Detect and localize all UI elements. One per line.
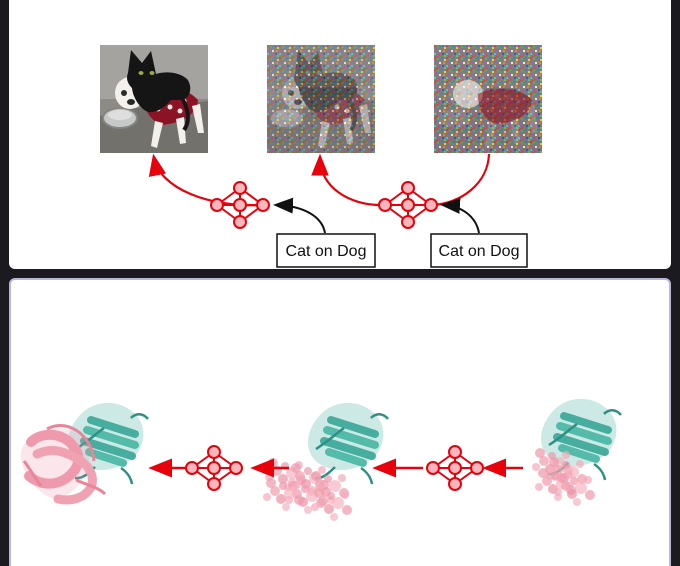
neural-network-icon: [210, 181, 270, 229]
protein-diffusion-panel: [9, 278, 671, 566]
prompt-label: Cat on Dog: [286, 243, 367, 260]
protein-diffusion-svg: [20, 280, 669, 521]
noised-complex: [532, 399, 621, 506]
partially-denoised-complex: [263, 403, 388, 521]
image-flow-arrow-1: [148, 153, 265, 207]
image-flow-arrow-3: [431, 153, 491, 207]
neural-network-icon: [378, 181, 438, 229]
prompt-box: Cat on Dog: [430, 233, 528, 268]
image-diffusion-svg: Cat on Dog Cat on Dog: [100, 45, 542, 268]
prompt-box: Cat on Dog: [276, 233, 376, 268]
prompt-label: Cat on Dog: [439, 243, 520, 260]
prompt-arrow-2: [440, 197, 480, 234]
image-diffusion-panel: Cat on Dog Cat on Dog: [9, 0, 671, 269]
generated-complex: [20, 403, 148, 505]
neural-network-icon: [426, 445, 484, 491]
image-flow-arrow-2: [311, 153, 385, 207]
neural-network-icon: [185, 445, 243, 491]
heavily-noised-image: [434, 45, 542, 153]
prompt-arrow-1: [273, 197, 326, 234]
clean-image: [100, 45, 208, 153]
binder-protein: [20, 424, 107, 505]
partially-noised-image: [267, 45, 375, 153]
